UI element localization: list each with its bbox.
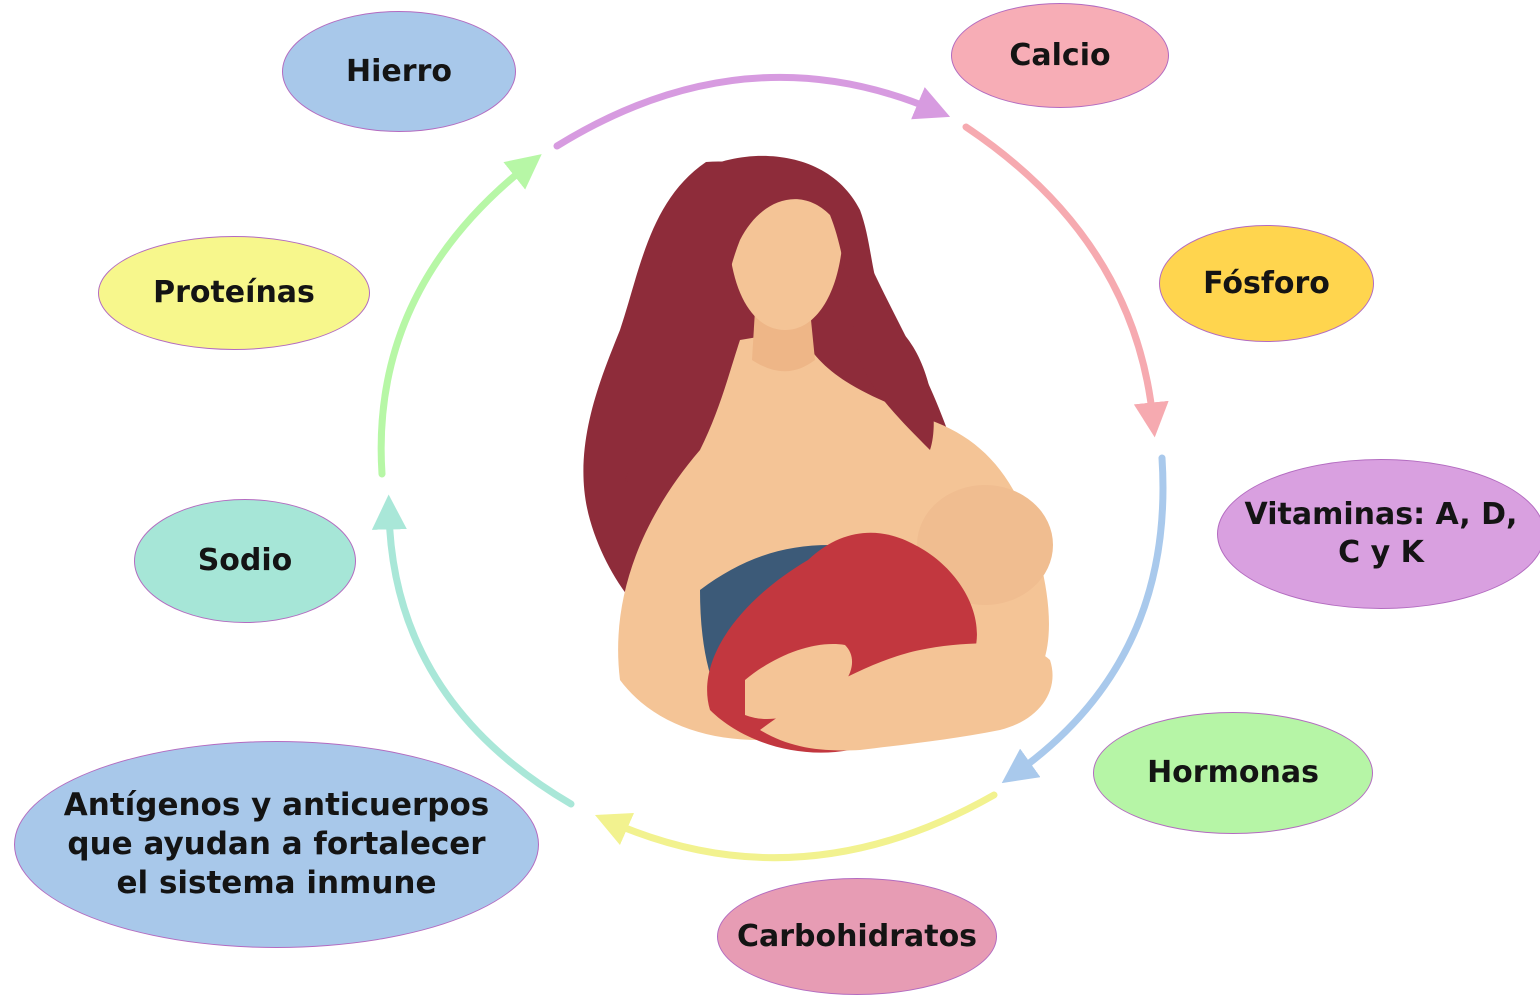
node-calcio: Calcio (951, 3, 1169, 108)
node-carbohidratos-label: Carbohidratos (737, 919, 977, 955)
node-carbohidratos: Carbohidratos (717, 878, 997, 995)
node-sodio: Sodio (134, 499, 356, 623)
node-fosforo: Fósforo (1159, 225, 1374, 342)
node-proteinas-label: Proteínas (153, 275, 315, 311)
arrow-arc-bottom (611, 795, 994, 858)
node-hierro: Hierro (282, 11, 516, 132)
mother-baby-illustration (583, 156, 1053, 753)
node-antigenos: Antígenos y anticuerpos que ayudan a for… (14, 741, 539, 948)
node-proteinas: Proteínas (98, 236, 370, 350)
arrow-arc-right-upper (966, 127, 1153, 420)
node-hierro-label: Hierro (346, 54, 452, 90)
node-sodio-label: Sodio (198, 543, 293, 579)
arrow-arc-left-upper (381, 165, 528, 474)
node-hormonas-label: Hormonas (1147, 755, 1319, 791)
node-antigenos-label: Antígenos y anticuerpos que ayudan a for… (55, 786, 498, 903)
node-calcio-label: Calcio (1009, 38, 1110, 74)
node-vitaminas-label: Vitaminas: A, D, C y K (1238, 496, 1524, 572)
arrow-arc-top (557, 77, 934, 146)
node-fosforo-label: Fósforo (1203, 266, 1330, 302)
node-vitaminas: Vitaminas: A, D, C y K (1217, 459, 1540, 609)
node-hormonas: Hormonas (1093, 712, 1373, 834)
